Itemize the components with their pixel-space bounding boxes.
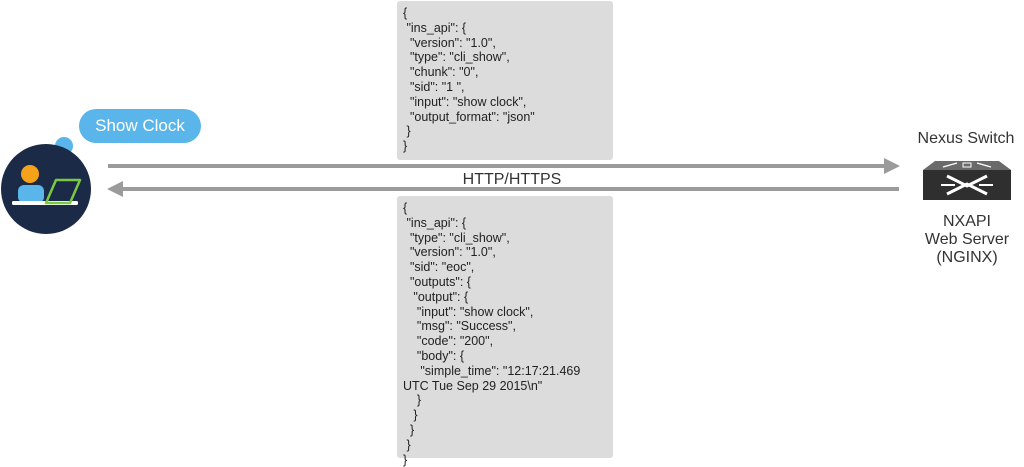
request-arrow-shaft	[108, 164, 886, 168]
person-at-laptop-icon	[1, 144, 91, 234]
server-label-line-1: NXAPI	[942, 213, 991, 230]
network-switch-icon	[923, 161, 1011, 200]
response-arrow-head	[107, 181, 123, 197]
switch-title: Nexus Switch	[917, 130, 1015, 147]
server-label-line-2: Web Server	[924, 231, 1010, 248]
response-json-box: { "ins_api": { "type": "cli_show", "vers…	[397, 196, 613, 467]
response-arrow-shaft	[122, 187, 899, 191]
server-label-line-3: (NGINX)	[936, 249, 998, 266]
protocol-label: HTTP/HTTPS	[462, 171, 562, 188]
request-arrow-head	[884, 158, 900, 174]
request-json-box: { "ins_api": { "version": "1.0", "type":…	[397, 1, 613, 160]
server-label: NXAPI Web Server (NGINX)	[904, 213, 1024, 267]
thought-bubble: Show Clock	[79, 109, 201, 143]
